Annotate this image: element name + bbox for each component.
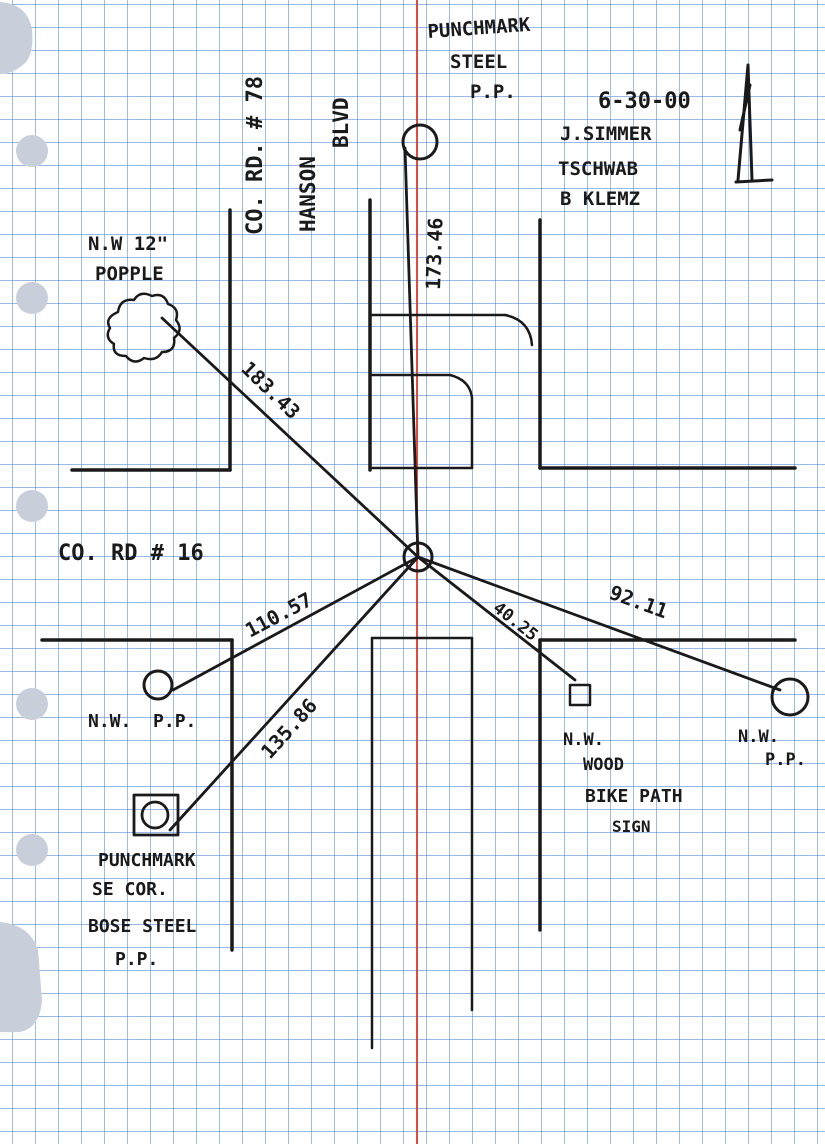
hanson-blvd-label-1: HANSON [296,156,320,232]
punchmark-label-3: BOSE STEEL [88,916,197,937]
bike-sign-label-3: BIKE PATH [585,786,683,807]
county-road-16-label: CO. RD # 16 [58,541,204,566]
binder-punch-holes [0,2,48,1032]
popple-tree-icon [106,292,181,363]
tie-line-nw-pp-left [171,555,420,692]
nw-pp-right-label-1: N.W. [738,727,779,747]
county-road-78-label: CO. RD. # 78 [243,76,268,235]
nw-power-pole-left-symbol [142,669,174,701]
median-lines [368,313,534,1050]
crew-member-2: TSCHWAB [558,158,638,180]
bike-sign-label-2: WOOD [583,755,624,775]
tie-line-punchmark [168,555,420,832]
central-control-point [402,541,434,573]
road-lines [40,198,797,952]
bike-sign-label-4: SIGN [612,817,651,836]
punchmark-label-4: P.P. [115,949,158,970]
benchmark-top-label-3: P.P. [470,81,516,103]
tie-line-popple [160,316,420,559]
distance-top-pp: 173.46 [421,217,448,290]
tie-line-top-pp [403,146,420,559]
tie-line-nw-pp-right [416,555,782,692]
popple-label-1: N.W 12" [88,233,168,255]
bike-sign-label-1: N.W. [563,730,604,750]
tie-line-sign [416,555,577,682]
crew-member-1: J.SIMMER [560,123,652,145]
popple-label-2: POPPLE [95,263,164,285]
nw-pp-right-label-2: P.P. [765,750,806,770]
punchmark-label-2: SE COR. [92,879,168,900]
survey-date: 6-30-00 [598,89,691,114]
bike-path-sign-symbol [568,683,592,707]
punchmark-pole-symbol [132,793,180,837]
top-power-pole-symbol [401,123,439,161]
punchmark-label-1: PUNCHMARK [98,850,196,871]
crew-member-3: B KLEMZ [560,188,640,210]
hanson-blvd-label-2: BLVD [329,97,353,148]
nw-pp-left-label: N.W. P.P. [88,711,196,732]
nw-power-pole-right-symbol [770,677,810,717]
north-arrow-icon [734,63,774,184]
tie-lines [160,146,782,832]
benchmark-top-label-2: STEEL [450,51,507,73]
